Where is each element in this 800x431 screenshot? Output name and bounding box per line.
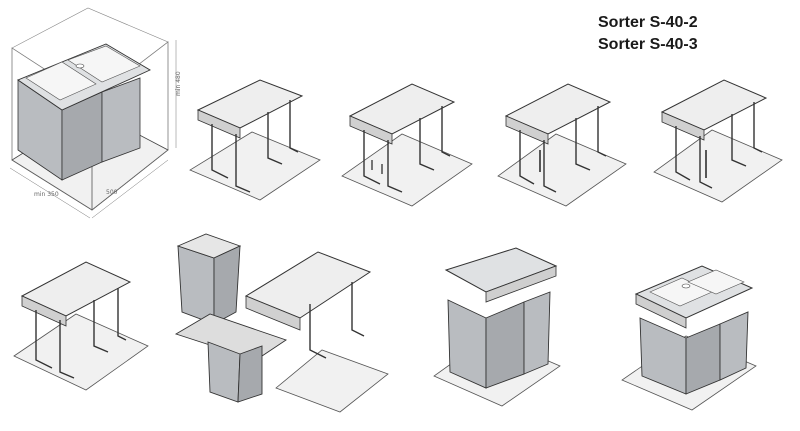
- step-3-frame-with-screws: [341, 83, 473, 207]
- step-4-frame-with-fasteners: [497, 83, 627, 207]
- step-7-bins-insertion: [174, 233, 389, 413]
- step-1-cabinet-overview: 500 min 350 min 480: [9, 7, 182, 219]
- step-6-frame-bottom-row: [13, 261, 149, 391]
- model-title-s-40-2: Sorter S-40-2: [598, 14, 698, 31]
- step-8-lid-open: [433, 247, 561, 407]
- step-5-frame-mounted: [653, 79, 783, 203]
- step-9-assembled-sorter: [621, 265, 757, 411]
- step-2-frame-only: [189, 79, 321, 201]
- height-dimension-label: min 480: [175, 71, 182, 96]
- model-title-s-40-3: Sorter S-40-3: [598, 36, 698, 53]
- depth-dimension-label: min 350: [34, 191, 59, 198]
- width-dimension-label: 500: [106, 189, 118, 196]
